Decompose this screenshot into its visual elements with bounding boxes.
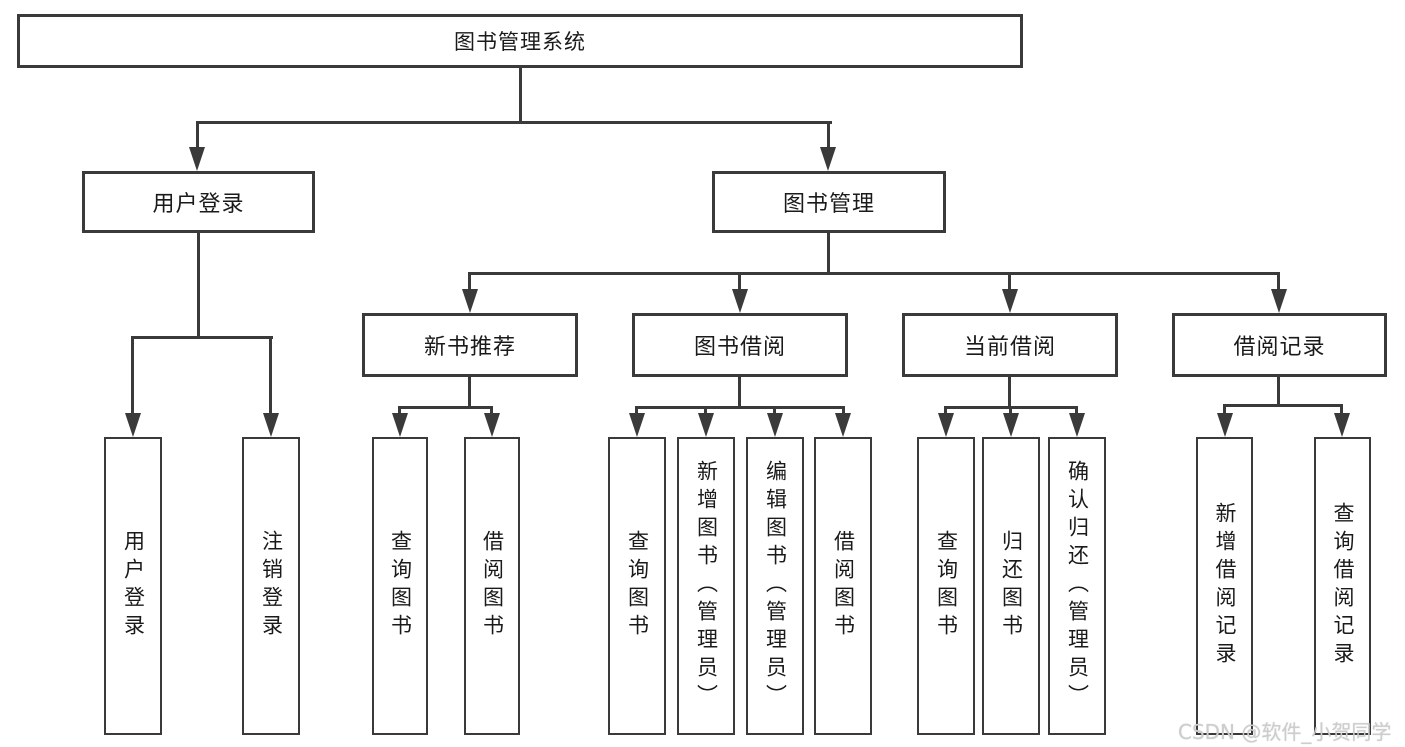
connector-stem-user-login <box>196 121 199 150</box>
connector-borrowing-stem <box>738 377 741 409</box>
node-root: 图书管理系统 <box>17 14 1023 68</box>
connector-root-bar <box>197 121 832 124</box>
connector-stem-borrowing-query <box>635 406 638 415</box>
leaf-edit-books-admin: 编辑图书（管理员） <box>746 437 804 735</box>
leaf-query-borrow-record-label: 查询借阅记录 <box>1331 502 1355 670</box>
leaf-current-query-books: 查询图书 <box>917 437 975 735</box>
leaf-return-books-label: 归还图书 <box>999 530 1024 642</box>
leaf-recommend-borrow-books: 借阅图书 <box>464 437 520 735</box>
arrowhead-recommend-borrow <box>484 413 500 437</box>
connector-stem-add-books <box>704 406 707 415</box>
node-root-label: 图书管理系统 <box>454 30 586 54</box>
arrowhead-add-record <box>1217 413 1233 437</box>
connector-records-stem <box>1277 377 1280 407</box>
arrowhead-leaf-logout <box>263 413 279 437</box>
connector-stem-borrow-records <box>1277 272 1280 292</box>
csdn-watermark: CSDN @软件_小贺同学 <box>1178 720 1392 744</box>
leaf-confirm-return-admin: 确认归还（管理员） <box>1048 437 1106 735</box>
leaf-borrowing-borrow-books-label: 借阅图书 <box>831 530 856 642</box>
node-borrow-records-label: 借阅记录 <box>1233 335 1326 360</box>
leaf-add-books-admin: 新增图书（管理员） <box>677 437 735 735</box>
leaf-recommend-query-books: 查询图书 <box>372 437 428 735</box>
arrowhead-edit-books <box>767 413 783 437</box>
leaf-borrowing-query-books: 查询图书 <box>608 437 666 735</box>
arrowhead-current-query <box>938 413 954 437</box>
leaf-add-books-admin-label: 新增图书（管理员） <box>694 460 719 712</box>
leaf-recommend-query-books-label: 查询图书 <box>388 530 413 642</box>
leaf-recommend-borrow-books-label: 借阅图书 <box>480 530 505 642</box>
connector-stem-recommend-query <box>398 406 401 415</box>
leaf-logout-label: 注销登录 <box>259 530 284 642</box>
arrowhead-borrowing-query <box>629 413 645 437</box>
connector-recommend-bar <box>398 406 493 409</box>
node-book-management-label: 图书管理 <box>782 192 875 217</box>
leaf-confirm-return-admin-label: 确认归还（管理员） <box>1065 460 1090 712</box>
node-borrow-records: 借阅记录 <box>1172 313 1387 377</box>
arrowhead-query-record <box>1334 413 1350 437</box>
connector-root-stem <box>519 68 522 124</box>
connector-stem-leaf-logout <box>269 336 272 415</box>
leaf-current-query-books-label: 查询图书 <box>934 530 959 642</box>
connector-stem-new-book-recommend <box>468 272 471 292</box>
node-book-borrowing: 图书借阅 <box>632 313 848 377</box>
connector-stem-current-borrowing <box>1008 272 1011 292</box>
connector-stem-return-books <box>1009 406 1012 415</box>
node-book-borrowing-label: 图书借阅 <box>693 335 786 360</box>
connector-book-management-bar <box>468 272 1280 275</box>
node-user-login-label: 用户登录 <box>152 192 245 217</box>
arrowhead-new-book-recommend <box>462 289 478 313</box>
leaf-user-login-label: 用户登录 <box>121 530 146 642</box>
node-book-management: 图书管理 <box>712 171 946 233</box>
connector-stem-current-query <box>944 406 947 415</box>
arrowhead-return-books <box>1003 413 1019 437</box>
node-new-book-recommend: 新书推荐 <box>362 313 578 377</box>
connector-stem-query-record <box>1340 404 1343 415</box>
connector-stem-confirm-return <box>1075 406 1078 415</box>
connector-stem-leaf-user-login <box>131 336 134 415</box>
arrowhead-book-management <box>820 147 836 171</box>
arrowhead-book-borrowing <box>732 289 748 313</box>
connector-user-login-stem <box>197 233 200 339</box>
leaf-edit-books-admin-label: 编辑图书（管理员） <box>763 460 788 712</box>
node-current-borrowing-label: 当前借阅 <box>963 335 1056 360</box>
node-user-login: 用户登录 <box>82 171 315 233</box>
connector-records-bar <box>1223 404 1342 407</box>
arrowhead-borrow-records <box>1271 289 1287 313</box>
leaf-add-borrow-record-label: 新增借阅记录 <box>1213 502 1237 670</box>
connector-book-management-stem <box>827 233 830 275</box>
connector-recommend-stem <box>468 377 471 409</box>
connector-user-login-bar <box>132 336 273 339</box>
arrowhead-borrowing-borrow <box>835 413 851 437</box>
leaf-return-books: 归还图书 <box>982 437 1040 735</box>
connector-stem-book-management <box>827 121 830 150</box>
connector-borrowing-bar <box>635 406 845 409</box>
leaf-logout: 注销登录 <box>242 437 300 735</box>
leaf-user-login: 用户登录 <box>104 437 162 735</box>
arrowhead-add-books <box>698 413 714 437</box>
leaf-add-borrow-record: 新增借阅记录 <box>1196 437 1253 735</box>
connector-current-stem <box>1008 377 1011 409</box>
connector-stem-recommend-borrow <box>490 406 493 415</box>
arrowhead-confirm-return <box>1069 413 1085 437</box>
connector-stem-book-borrowing <box>738 272 741 292</box>
node-current-borrowing: 当前借阅 <box>902 313 1118 377</box>
connector-stem-add-record <box>1223 404 1226 415</box>
arrowhead-leaf-user-login <box>125 413 141 437</box>
arrowhead-recommend-query <box>392 413 408 437</box>
leaf-query-borrow-record: 查询借阅记录 <box>1314 437 1371 735</box>
node-new-book-recommend-label: 新书推荐 <box>423 335 516 360</box>
arrowhead-user-login <box>189 147 205 171</box>
arrowhead-current-borrowing <box>1002 289 1018 313</box>
connector-stem-edit-books <box>773 406 776 415</box>
connector-stem-borrowing-borrow <box>842 406 845 415</box>
leaf-borrowing-query-books-label: 查询图书 <box>625 530 650 642</box>
leaf-borrowing-borrow-books: 借阅图书 <box>814 437 872 735</box>
